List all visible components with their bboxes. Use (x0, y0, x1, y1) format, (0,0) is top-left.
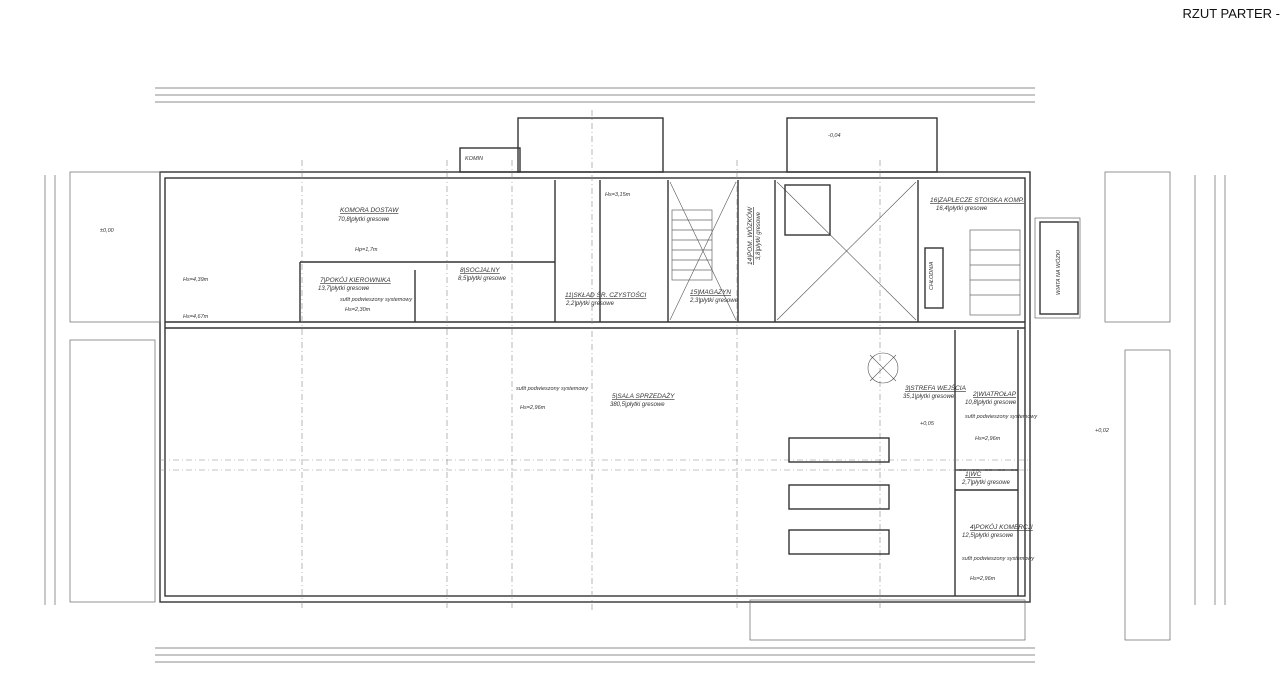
plan-line (669, 181, 737, 321)
plan-line (786, 117, 938, 173)
room-area: 3,8|płytki gresowe (756, 211, 762, 260)
room-area: 8,5|płytki gresowe (458, 276, 507, 282)
plan-line (869, 354, 897, 382)
room-name: 7|POKÓJ KIEROWNIKA (320, 275, 391, 284)
plan-line (164, 177, 1026, 597)
label: sufit podwieszony systemowy (962, 556, 1035, 562)
plan-line (1124, 349, 1171, 641)
level-mark: +0,02 (1095, 428, 1109, 434)
room-area: 2,2|płytki gresowe (565, 301, 615, 307)
room-name: 5|SALA SPRZEDAŻY (612, 392, 675, 400)
plan-line (671, 209, 713, 281)
label: WIATA NA WÓZKI (1055, 250, 1062, 295)
checkout-counters (788, 437, 890, 555)
room-area: 10,8|płytki gresowe (965, 400, 1017, 406)
plan-line (776, 181, 917, 321)
level-mark: -0,04 (828, 133, 841, 139)
plan-line (1039, 221, 1079, 315)
label: CHŁODNIA (929, 261, 935, 290)
room-area: 2,7|płytki gresowe (961, 480, 1011, 486)
room-name: 16|ZAPLECZE STOISKA KOMP. (930, 197, 1024, 204)
stair-flight (671, 209, 713, 281)
level-mark: ±0,00 (100, 228, 115, 234)
plan-line (1104, 171, 1171, 323)
structural-grid (160, 110, 1030, 610)
stairs-and-shafts (669, 181, 1079, 384)
stair-flight (969, 229, 1021, 316)
label: KOMIN (465, 156, 483, 162)
plan-line (459, 147, 521, 173)
plan-line (969, 229, 1021, 316)
label: sufit podwieszony systemowy (516, 386, 589, 392)
label: Hs=2,96m (520, 405, 546, 411)
plan-line (788, 484, 890, 510)
label: Hs=2,96m (975, 436, 1001, 442)
room-name: 8|SOCJALNY (460, 267, 500, 274)
room-name: KOMORA DOSTAW (340, 207, 399, 214)
room-area: 35,1|płytki gresowe (903, 394, 955, 400)
label: Hs=2,96m (970, 576, 996, 582)
label: Hs=2,30m (345, 307, 371, 313)
room-name: 2|WIATROŁAP (972, 391, 1017, 398)
room-area: 16,4|płytki gresowe (936, 206, 988, 212)
plan-line (517, 117, 664, 173)
label: Hs=4,67m (183, 314, 209, 320)
room-area: 380,5|płytki gresowe (610, 402, 665, 408)
label: Hs=3,15m (605, 192, 631, 198)
plan-line (159, 171, 1031, 603)
room-name: 11|SKŁAD ŚR. CZYSTOŚCI (565, 290, 646, 299)
label: sufit podwieszony systemowy (340, 297, 413, 303)
level-mark: +0,05 (920, 421, 935, 427)
room-labels: KOMORA DOSTAW 70,8|płytki gresowe 7|POKÓ… (100, 133, 1109, 582)
dimension-lines (44, 87, 1226, 663)
walls (69, 117, 1171, 641)
label: Hp=1,7m (355, 247, 378, 253)
plan-line (749, 599, 1026, 641)
plan-line (1034, 217, 1081, 319)
plan-line (784, 184, 831, 236)
drawing-title: RZUT PARTER - (1182, 6, 1280, 21)
room-area: 12,5|płytki gresowe (962, 533, 1014, 539)
room-name: 15|MAGAZYN (690, 289, 731, 296)
room-name: 1|WC (965, 471, 981, 478)
plan-line (867, 352, 899, 384)
plan-line (69, 339, 156, 603)
plan-line (788, 437, 890, 463)
room-area: 70,8|płytki gresowe (338, 217, 390, 223)
room-name: 14|POM. WÓZKÓW (745, 206, 754, 265)
plan-line (788, 529, 890, 555)
room-area: 13,7|płytki gresowe (318, 286, 370, 292)
label: Hs=4,39m (183, 277, 209, 283)
plan-line (69, 171, 161, 323)
room-area: 2,3|płytki gresowe (689, 298, 739, 304)
label: sufit podwieszony systemowy (965, 414, 1038, 420)
plan-line (924, 247, 944, 309)
room-name: 3|STREFA WEJŚCIA (905, 383, 966, 392)
room-name: 4|POKÓJ KOMERCJI (970, 522, 1033, 531)
